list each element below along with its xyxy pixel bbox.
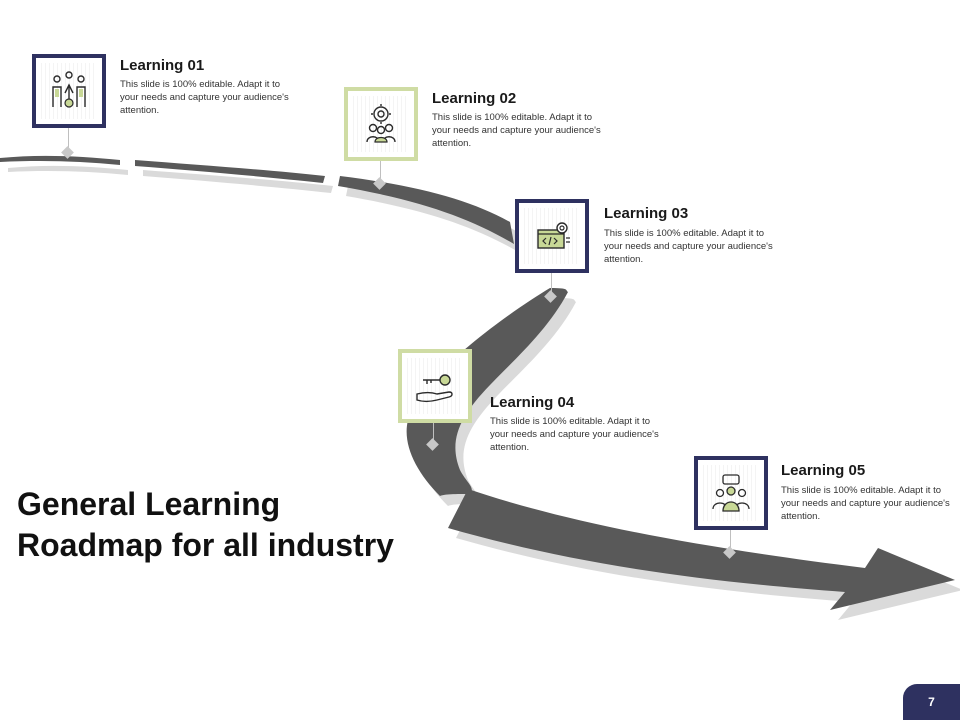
- team-building-icon: [52, 71, 86, 108]
- milestone-1-connector: [68, 126, 69, 152]
- page-number-badge: 7: [903, 684, 960, 720]
- road-surface: [0, 155, 955, 610]
- milestone-3-connector: [551, 273, 552, 293]
- milestone-4-description: This slide is 100% editable. Adapt it to…: [490, 416, 659, 453]
- milestone-1-icon-card: [32, 54, 106, 128]
- milestone-2-icon-card: [344, 87, 418, 161]
- milestone-2-title: Learning 02: [432, 90, 517, 107]
- key-in-hand-icon: [416, 374, 453, 403]
- milestone-3-icon-card: [515, 199, 589, 273]
- milestone-4-title: Learning 04: [490, 394, 575, 411]
- milestone-1-title: Learning 01: [120, 57, 205, 74]
- milestone-5-connector: [730, 527, 731, 549]
- milestone-3-description: This slide is 100% editable. Adapt it to…: [604, 228, 773, 265]
- milestone-4-icon-card: [398, 349, 472, 423]
- milestone-2-description: This slide is 100% editable. Adapt it to…: [432, 112, 601, 149]
- milestone-5-description: This slide is 100% editable. Adapt it to…: [781, 485, 950, 522]
- group-discussion-icon: [712, 474, 750, 512]
- coding-settings-icon: [537, 222, 570, 249]
- slide-title: General Learning Roadmap for all industr…: [17, 484, 394, 566]
- milestone-5-icon-card: [694, 456, 768, 530]
- slide-title-line-2: Roadmap for all industry: [17, 527, 394, 563]
- slide-title-line-1: General Learning: [17, 486, 281, 522]
- milestone-2-connector: [380, 159, 381, 181]
- person-gear-icon: [366, 104, 396, 143]
- milestone-4-connector: [433, 423, 434, 441]
- milestone-1-description: This slide is 100% editable. Adapt it to…: [120, 79, 289, 116]
- milestone-5-title: Learning 05: [781, 462, 866, 479]
- milestone-3-title: Learning 03: [604, 205, 689, 222]
